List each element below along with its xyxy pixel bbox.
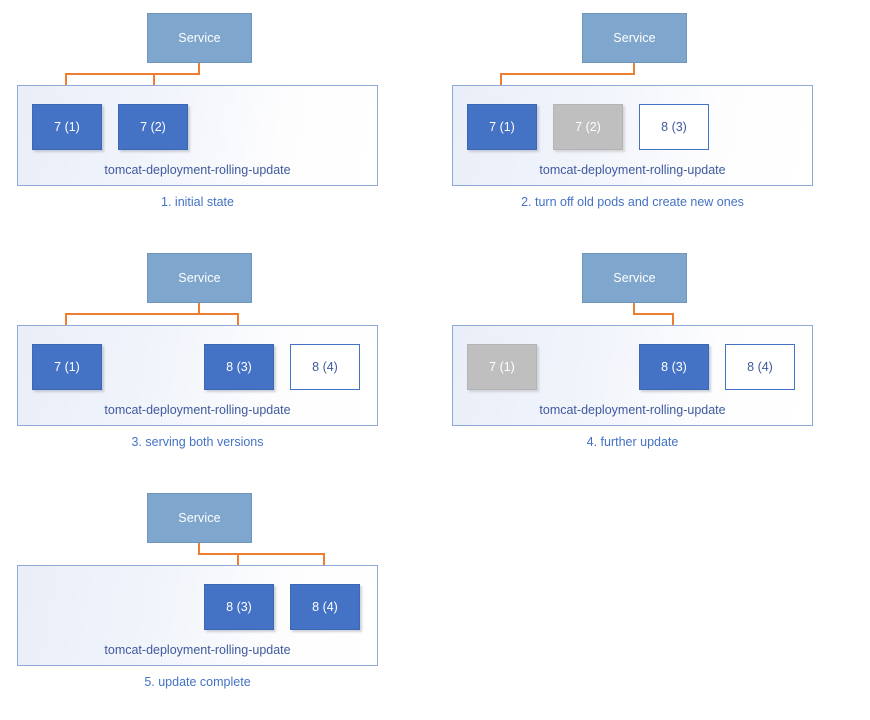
service-label: Service: [613, 30, 656, 45]
pod-box[interactable]: 8 (3): [639, 104, 709, 150]
panel-further-update: Service 7 (1) 8 (3) 8 (4) tomcat-deploym…: [435, 240, 870, 480]
service-label: Service: [178, 510, 221, 525]
pod-box[interactable]: 8 (4): [290, 584, 360, 630]
service-box[interactable]: Service: [147, 253, 252, 303]
panel-caption: 2. turn off old pods and create new ones: [521, 195, 744, 209]
panel-turn-off-old-pods: Service 7 (1) 7 (2) 8 (3) tomcat-deploym…: [435, 0, 870, 240]
service-box[interactable]: Service: [147, 493, 252, 543]
pod-box[interactable]: 7 (2): [118, 104, 188, 150]
pod-box[interactable]: 8 (3): [204, 584, 274, 630]
service-label: Service: [178, 30, 221, 45]
service-label: Service: [613, 270, 656, 285]
service-box[interactable]: Service: [147, 13, 252, 63]
service-box[interactable]: Service: [582, 13, 687, 63]
panel-caption: 5. update complete: [144, 675, 251, 689]
deployment-container[interactable]: 7 (1) 8 (3) 8 (4) tomcat-deployment-roll…: [452, 325, 813, 426]
panel-caption: 1. initial state: [161, 195, 234, 209]
deployment-container[interactable]: 7 (1) 7 (2) 8 (3) tomcat-deployment-roll…: [452, 85, 813, 186]
pod-box[interactable]: 7 (1): [32, 344, 102, 390]
pod-box[interactable]: 8 (4): [725, 344, 795, 390]
deployment-container[interactable]: 7 (1) 7 (2) tomcat-deployment-rolling-up…: [17, 85, 378, 186]
service-label: Service: [178, 270, 221, 285]
service-box[interactable]: Service: [582, 253, 687, 303]
deployment-label: tomcat-deployment-rolling-update: [104, 402, 291, 417]
pod-box[interactable]: 8 (3): [639, 344, 709, 390]
deployment-container[interactable]: 7 (1) 8 (3) 8 (4) tomcat-deployment-roll…: [17, 325, 378, 426]
panel-caption: 4. further update: [586, 435, 679, 449]
deployment-label: tomcat-deployment-rolling-update: [104, 162, 291, 177]
deployment-container[interactable]: 8 (3) 8 (4) tomcat-deployment-rolling-up…: [17, 565, 378, 666]
deployment-label: tomcat-deployment-rolling-update: [539, 402, 726, 417]
pod-box[interactable]: 8 (3): [204, 344, 274, 390]
pod-box[interactable]: 7 (2): [553, 104, 623, 150]
pod-box[interactable]: 7 (1): [467, 344, 537, 390]
pod-box[interactable]: 8 (4): [290, 344, 360, 390]
deployment-label: tomcat-deployment-rolling-update: [104, 642, 291, 657]
panel-initial-state: Service 7 (1) 7 (2) tomcat-deployment-ro…: [0, 0, 435, 240]
panel-update-complete: Service 8 (3) 8 (4) tomcat-deployment-ro…: [0, 480, 435, 720]
deployment-label: tomcat-deployment-rolling-update: [539, 162, 726, 177]
panel-caption: 3. serving both versions: [131, 435, 264, 449]
pod-box[interactable]: 7 (1): [467, 104, 537, 150]
panel-serving-both-versions: Service 7 (1) 8 (3) 8 (4) tomcat-deploym…: [0, 240, 435, 480]
pod-box[interactable]: 7 (1): [32, 104, 102, 150]
